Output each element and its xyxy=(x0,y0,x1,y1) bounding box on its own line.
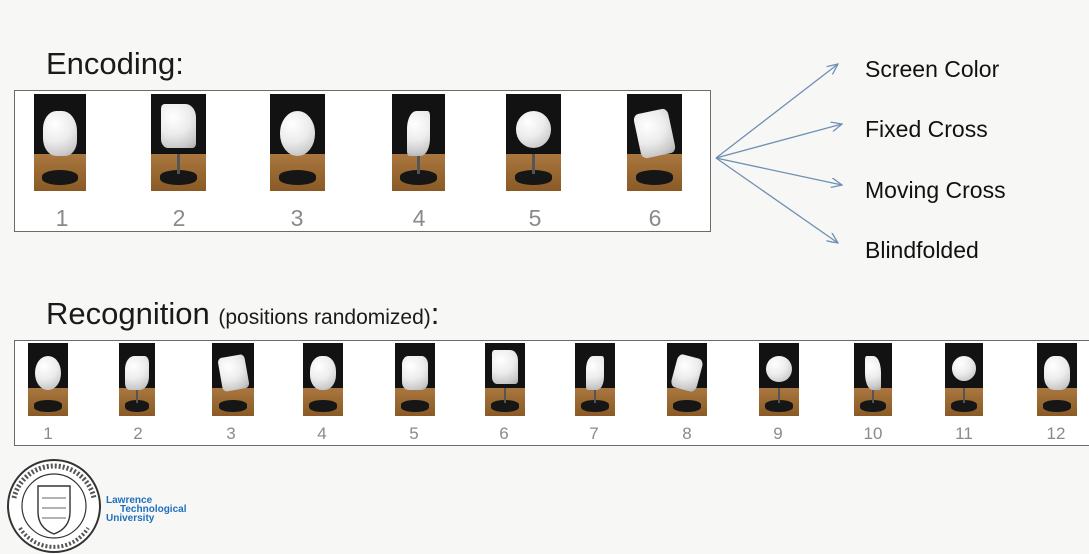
encoding-sculpture-photo-3 xyxy=(270,94,325,191)
recognition-number: 4 xyxy=(317,424,327,443)
encoding-sculpture-photo-5 xyxy=(506,94,561,191)
encoding-sculpture-photo-2 xyxy=(151,94,206,191)
recognition-number: 7 xyxy=(589,424,599,443)
encoding-number: 6 xyxy=(648,205,662,231)
arrow-moving-cross xyxy=(715,157,842,185)
recognition-number: 5 xyxy=(409,424,419,443)
recognition-number: 12 xyxy=(1046,424,1066,443)
logo-line-2: Technological xyxy=(120,504,187,515)
logo-line-1: Lawrence xyxy=(106,495,153,506)
recognition-number: 6 xyxy=(499,424,509,443)
recognition-number: 3 xyxy=(226,424,236,443)
recognition-title: Recognition (positions randomized): xyxy=(46,296,439,332)
condition-screen-color: Screen Color xyxy=(865,56,1000,82)
condition-blindfolded: Blindfolded xyxy=(865,237,979,263)
recognition-subtitle: (positions randomized) xyxy=(218,306,431,329)
arrow-screen-color xyxy=(715,64,838,159)
encoding-number: 2 xyxy=(172,205,186,231)
encoding-sculpture-photo-6 xyxy=(627,94,682,191)
recognition-panel: 1 2 3 4 5 6 7 8 9 10 11 12 xyxy=(14,340,1089,446)
university-name-logo: Lawrence Technological University xyxy=(106,495,187,524)
recognition-sculpture-photo-7 xyxy=(575,343,615,416)
encoding-number: 4 xyxy=(412,205,426,231)
recognition-colon: : xyxy=(430,296,440,331)
recognition-sculpture-photo-5 xyxy=(395,343,435,416)
encoding-number: 3 xyxy=(290,205,304,231)
encoding-number: 1 xyxy=(55,205,69,231)
condition-moving-cross: Moving Cross xyxy=(865,177,1006,203)
encoding-number: 5 xyxy=(528,205,542,231)
recognition-number: 1 xyxy=(43,424,53,443)
recognition-number: 9 xyxy=(773,424,783,443)
recognition-sculpture-photo-12 xyxy=(1037,343,1077,416)
condition-fixed-cross: Fixed Cross xyxy=(865,116,988,142)
recognition-sculpture-photo-6 xyxy=(485,343,525,416)
recognition-title-main: Recognition xyxy=(46,296,210,331)
recognition-sculpture-photo-4 xyxy=(303,343,343,416)
arrow-blindfolded xyxy=(715,157,838,243)
recognition-sculpture-photo-11 xyxy=(945,343,983,416)
recognition-number: 10 xyxy=(863,424,883,443)
recognition-number: 8 xyxy=(682,424,692,443)
recognition-sculpture-photo-9 xyxy=(759,343,799,416)
recognition-sculpture-photo-1 xyxy=(28,343,68,416)
encoding-title: Encoding: xyxy=(46,46,184,81)
recognition-sculpture-photo-3 xyxy=(212,343,254,416)
encoding-sculpture-photo-4 xyxy=(392,94,445,191)
recognition-sculpture-photo-2 xyxy=(119,343,155,416)
recognition-number: 11 xyxy=(955,424,973,443)
recognition-sculpture-photo-8 xyxy=(667,343,707,416)
recognition-number: 2 xyxy=(133,424,143,443)
logo-line-3: University xyxy=(106,513,155,524)
encoding-sculpture-photo-1 xyxy=(34,94,86,191)
encoding-panel: 1 2 3 4 5 6 xyxy=(14,90,711,232)
recognition-sculpture-photo-10 xyxy=(854,343,892,416)
university-seal-logo xyxy=(7,459,101,553)
arrow-fixed-cross xyxy=(715,124,842,159)
